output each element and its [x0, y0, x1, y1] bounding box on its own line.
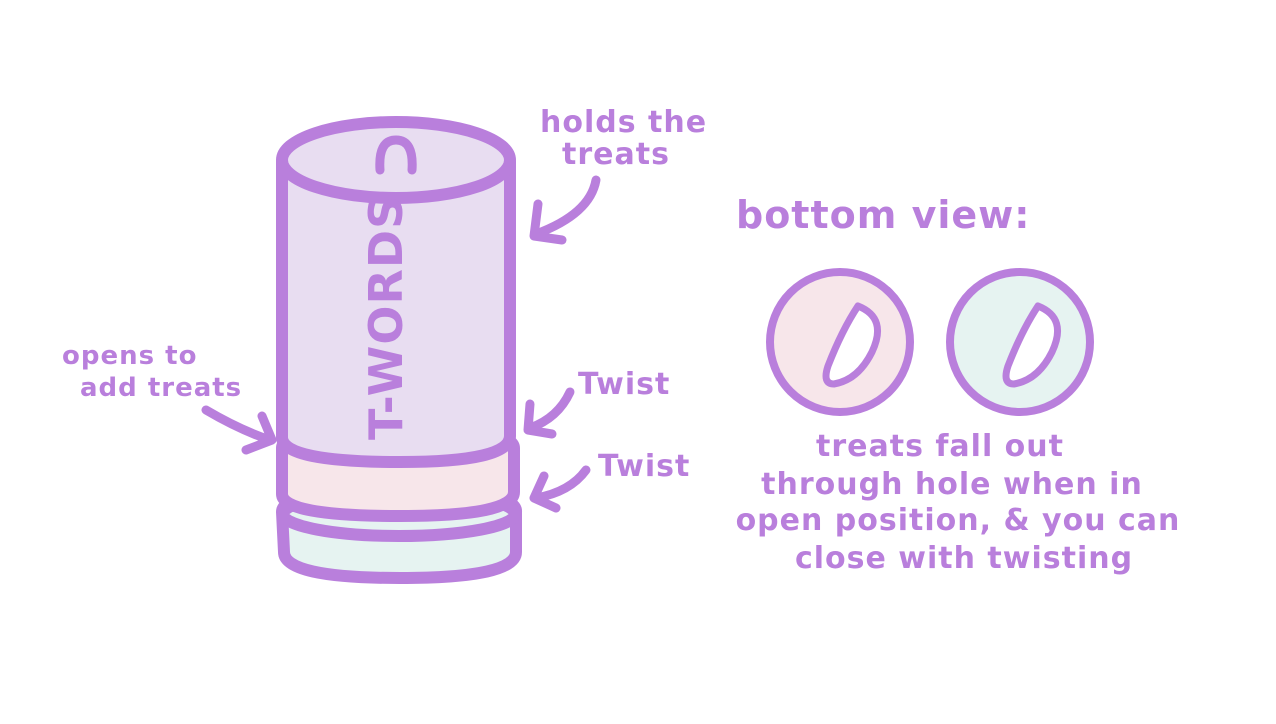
label-holds-line1: holds the [540, 105, 707, 140]
main-body [276, 156, 516, 468]
label-opens-line1: opens to [62, 341, 197, 371]
caption-line1: treats fall out [816, 429, 1064, 464]
arrow-opens-icon [201, 405, 277, 455]
label-opens-line2: add treats [80, 373, 242, 403]
bottom-view-open-circle [766, 268, 914, 416]
label-twist-lower: Twist [598, 449, 690, 484]
caption-line3: open position, & you can [736, 503, 1181, 538]
arrow-holds-icon [529, 175, 601, 245]
treat-hole-icon [822, 302, 882, 388]
dispenser-cylinder: T-WORDS [276, 116, 522, 584]
label-holds-line2: treats [562, 137, 670, 172]
bottom-view-closed-circle [946, 268, 1094, 416]
caption-line4: close with twisting [795, 541, 1133, 576]
lid-handle-icon [375, 135, 417, 175]
top-lid [276, 116, 516, 204]
arrow-twist-upper-icon [523, 387, 575, 439]
brand-text: T-WORDS [359, 195, 413, 440]
bottom-view-title: bottom view: [736, 193, 1030, 237]
caption-line2: through hole when in [761, 467, 1143, 502]
label-twist-upper: Twist [578, 367, 670, 402]
treat-hole-icon [1002, 302, 1062, 388]
arrow-twist-lower-icon [529, 465, 591, 513]
